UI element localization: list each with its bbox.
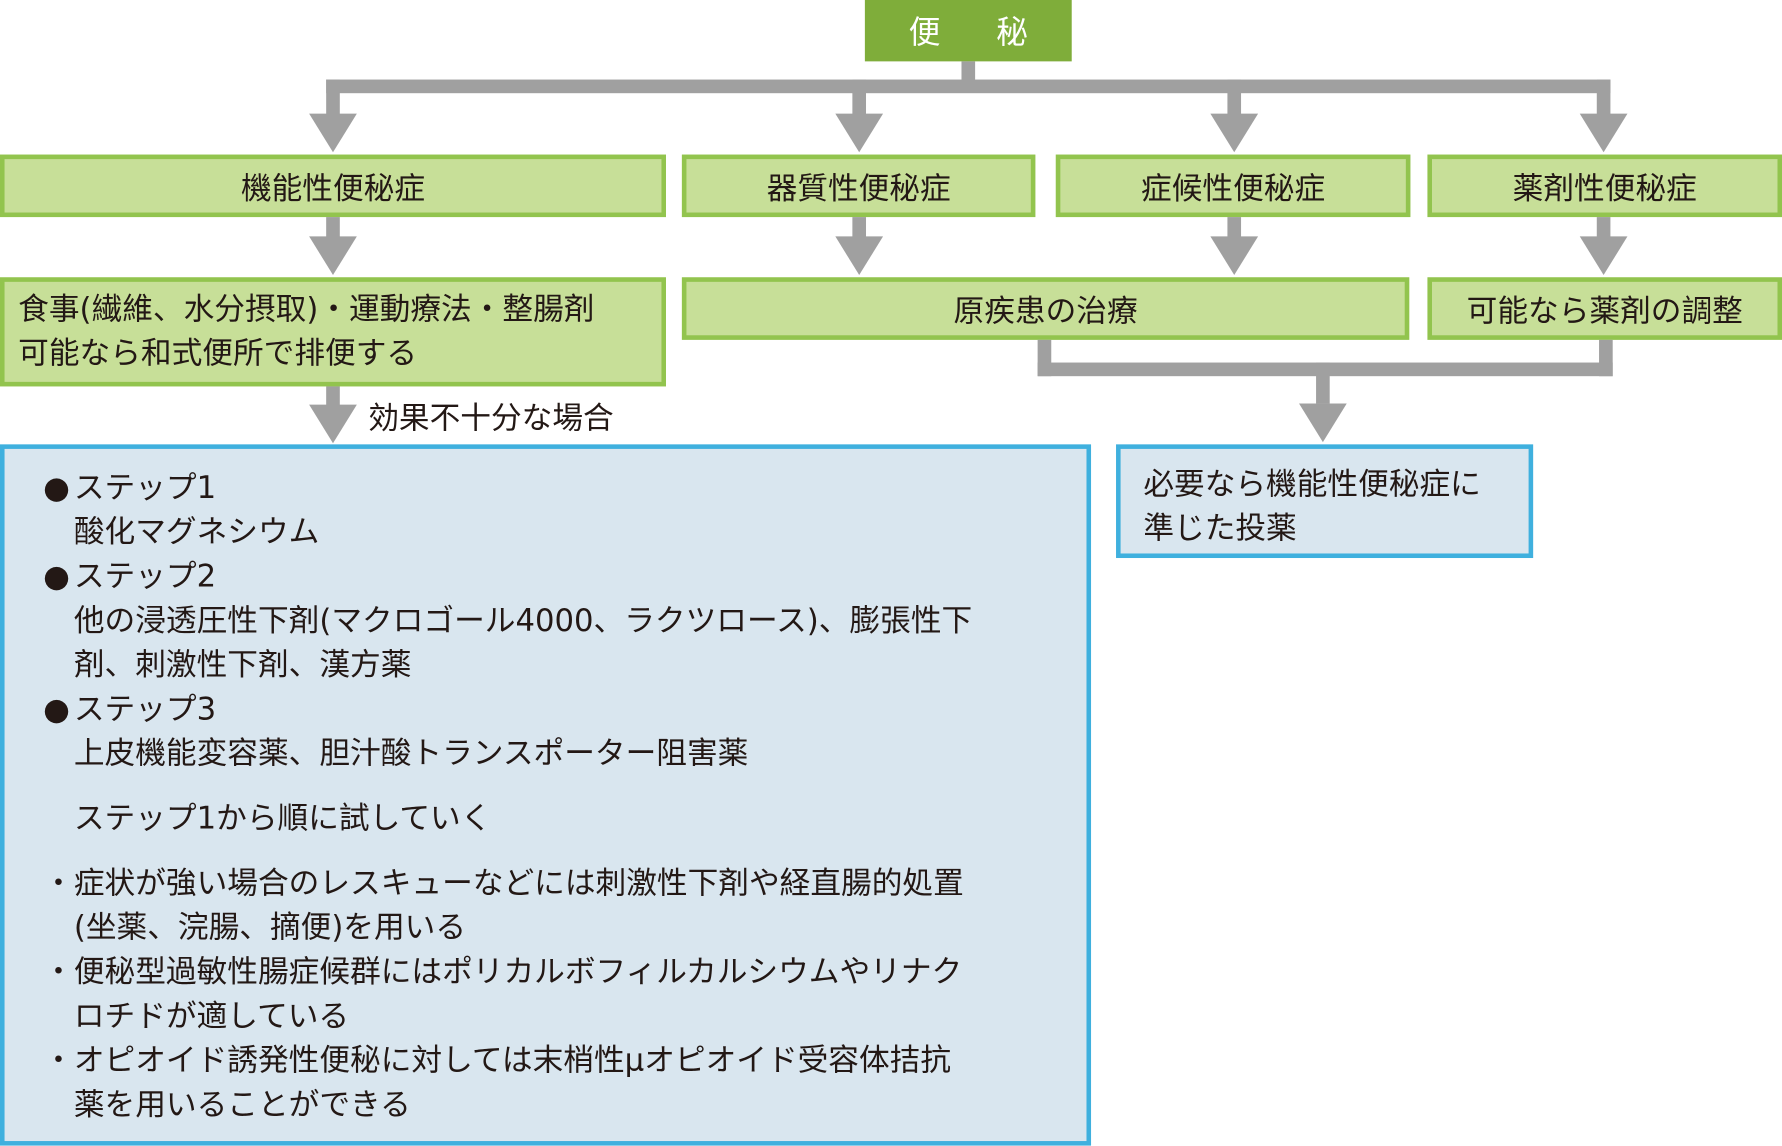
note-line: オピオイド誘発性便秘に対しては末梢性μオピオイド受容体拮抗 — [73, 1043, 952, 1079]
step-line: 上皮機能変容薬、胆汁酸トランスポーター阻害薬 — [73, 736, 749, 772]
step-title: ステップ2 — [73, 559, 217, 595]
arrow-down-icon — [309, 404, 357, 444]
condition-label: 効果不十分な場合 — [368, 401, 614, 437]
arrow-down-icon — [1579, 236, 1628, 276]
arrow-down-icon — [1210, 113, 1259, 153]
functional-treatment-line: 可能なら和式便所で排便する — [18, 336, 418, 372]
category-drug-induced: 薬剤性便秘症 — [1427, 154, 1782, 218]
step-line: 酸化マグネシウム — [73, 514, 320, 551]
note-item: ・ オピオイド誘発性便秘に対しては末梢性μオピオイド受容体拮抗 薬を用いることが… — [43, 1039, 972, 1128]
order-note: ステップ1から順に試していく — [43, 797, 972, 841]
note-line: 薬を用いることができる — [73, 1087, 411, 1123]
connector — [326, 217, 340, 243]
bullet-icon: ● — [43, 692, 70, 728]
connector — [326, 79, 340, 121]
stepwise-therapy-box — [0, 444, 1092, 1146]
arrow-down-icon — [309, 236, 357, 276]
drug-adjustment-box: 可能なら薬剤の調整 — [1427, 277, 1782, 340]
connector — [1316, 362, 1330, 404]
arrow-down-icon — [835, 113, 884, 153]
step-item: ● ステップ2 他の浸透圧性下剤(マクロゴール4000、ラクツロース)、膨張性下… — [43, 555, 972, 688]
step-item: ● ステップ1 酸化マグネシウム — [43, 466, 972, 555]
dot-bullet-icon: ・ — [43, 866, 74, 902]
root-node-constipation: 便 秘 — [864, 0, 1072, 62]
dot-bullet-icon: ・ — [43, 954, 74, 990]
arrow-down-icon — [835, 236, 884, 276]
drug-adjustment-label: 可能なら薬剤の調整 — [1466, 294, 1743, 330]
category-label: 症候性便秘症 — [1141, 171, 1326, 207]
arrow-down-icon — [1299, 403, 1347, 443]
stepwise-therapy-content: ● ステップ1 酸化マグネシウム ● ステップ2 他の浸透圧性下剤(マクロゴール… — [43, 466, 972, 1127]
note-item: ・ 症状が強い場合のレスキューなどには刺激性下剤や経直腸的処置 (坐薬、浣腸、摘… — [43, 861, 972, 950]
underlying-treatment-label: 原疾患の治療 — [953, 294, 1138, 330]
step-line: 他の浸透圧性下剤(マクロゴール4000、ラクツロース)、膨張性下 — [73, 603, 973, 639]
underlying-disease-treatment-box: 原疾患の治療 — [681, 277, 1410, 340]
functional-treatment-box: 食事(繊維、水分摂取)・運動療法・整腸剤 可能なら和式便所で排便する — [0, 277, 666, 387]
arrow-down-icon — [1579, 113, 1628, 153]
category-symptomatic: 症候性便秘症 — [1055, 154, 1411, 218]
note-line: 便秘型過敏性腸症候群にはポリカルボフィルカルシウムやリナク — [73, 954, 963, 990]
arrow-down-icon — [1210, 236, 1259, 276]
note-line: 症状が強い場合のレスキューなどには刺激性下剤や経直腸的処置 — [73, 866, 964, 902]
note-line: ロチドが適している — [73, 998, 350, 1035]
connector — [1596, 217, 1611, 243]
category-functional: 機能性便秘症 — [0, 154, 666, 218]
secondary-line: 準じた投薬 — [1143, 511, 1297, 547]
secondary-medication-box: 必要なら機能性便秘症に 準じた投薬 — [1116, 444, 1534, 559]
connector — [852, 217, 867, 243]
order-note-text: ステップ1から順に試していく — [73, 801, 492, 837]
category-label: 器質性便秘症 — [766, 171, 951, 207]
note-item: ・ 便秘型過敏性腸症候群にはポリカルボフィルカルシウムやリナク ロチドが適してい… — [43, 950, 972, 1039]
category-organic: 器質性便秘症 — [681, 154, 1036, 218]
connector — [326, 79, 1611, 94]
connector — [1596, 79, 1611, 121]
step-line: 剤、刺激性下剤、漢方薬 — [73, 647, 412, 684]
note-line: (坐薬、浣腸、摘便)を用いる — [73, 910, 467, 946]
connector — [1227, 217, 1242, 243]
step-title: ステップ3 — [73, 692, 217, 728]
functional-treatment-line: 食事(繊維、水分摂取)・運動療法・整腸剤 — [18, 292, 595, 328]
bullet-icon: ● — [43, 559, 70, 595]
dot-bullet-icon: ・ — [43, 1043, 74, 1079]
step-item: ● ステップ3 上皮機能変容薬、胆汁酸トランスポーター阻害薬 — [43, 688, 972, 777]
category-label: 機能性便秘症 — [240, 171, 426, 207]
step-title: ステップ1 — [73, 470, 217, 506]
category-label: 薬剤性便秘症 — [1512, 171, 1697, 207]
secondary-line: 必要なら機能性便秘症に — [1143, 467, 1481, 503]
arrow-down-icon — [309, 113, 357, 153]
connector — [1227, 79, 1242, 121]
bullet-icon: ● — [43, 470, 70, 506]
connector — [852, 79, 867, 121]
